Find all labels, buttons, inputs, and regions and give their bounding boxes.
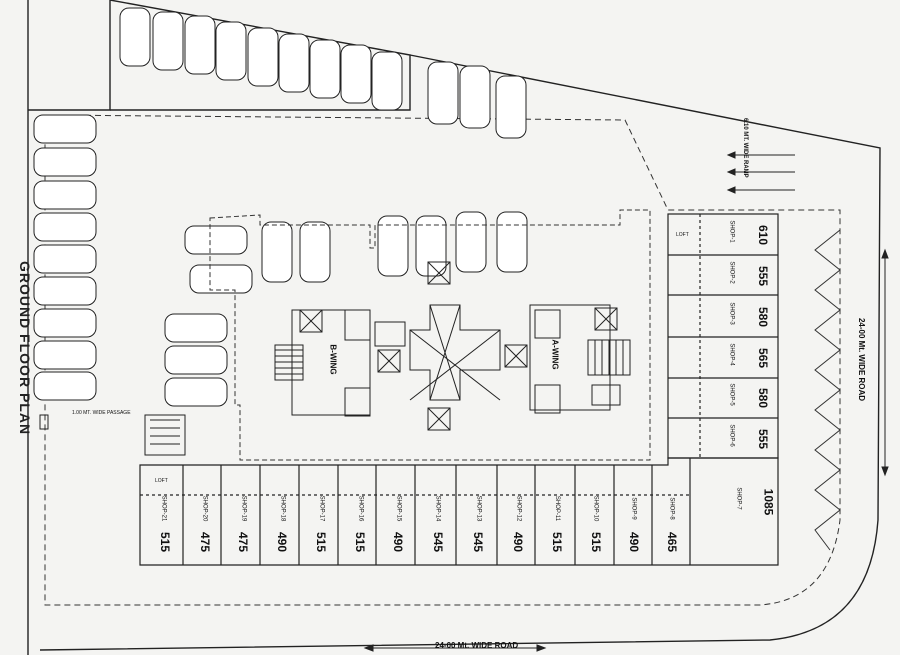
passage-label: 1.00 MT. WIDE PASSAGE <box>72 410 131 416</box>
shop-name: SHOP-11 <box>554 495 561 522</box>
shop-area: 515 <box>550 531 565 553</box>
a-wing-block <box>529 304 631 414</box>
shop-area: 565 <box>756 347 771 369</box>
shop-name: SHOP-14 <box>434 495 441 522</box>
b-wing-label: B-WING <box>328 344 338 375</box>
shop-name: SHOP-4 <box>728 343 735 366</box>
shop-area: 475 <box>198 531 213 553</box>
shop-area: 545 <box>471 531 486 553</box>
shop-name: SHOP-16 <box>357 495 364 522</box>
shop-name: SHOP-8 <box>668 497 675 520</box>
shop-name: SHOP-17 <box>318 495 325 522</box>
shop-name: SHOP-12 <box>515 495 522 522</box>
loft-label: LOFT <box>155 478 168 484</box>
loft-label: LOFT <box>676 232 689 238</box>
setback-line <box>44 114 841 606</box>
shop-area: 490 <box>391 531 406 553</box>
landscape-zigzag <box>814 229 841 551</box>
shop-name: SHOP-1 <box>728 220 735 243</box>
shop-area: 515 <box>589 531 604 553</box>
road-label-bottom: 24-00 Mt. WIDE ROAD <box>435 641 519 650</box>
shop-area: 515 <box>353 531 368 553</box>
shop-area: 475 <box>236 531 251 553</box>
shop-name: SHOP-5 <box>728 383 735 406</box>
ramp-label: 6.10 MT. WIDE RAMP <box>742 118 748 178</box>
core-outline <box>209 209 651 461</box>
shop-area: 580 <box>756 387 771 409</box>
shop-name: SHOP-15 <box>395 495 402 522</box>
shop-name: SHOP-13 <box>475 495 482 522</box>
shop-area: 465 <box>665 531 680 553</box>
shop-name: SHOP-3 <box>728 302 735 325</box>
shop-area: 580 <box>756 306 771 328</box>
shop-name: SHOP-2 <box>728 261 735 284</box>
shop-area: 1085 <box>761 488 776 516</box>
shop-name: SHOP-20 <box>201 495 208 522</box>
service-room <box>39 414 186 456</box>
shop-area: 545 <box>431 531 446 553</box>
shop-name: SHOP-19 <box>240 495 247 522</box>
south-shops-block <box>139 457 779 566</box>
atrium <box>299 261 618 431</box>
shop-area: 490 <box>275 531 290 553</box>
shop-name: SHOP-6 <box>728 424 735 447</box>
road-label-right: 24-00 Mt. WIDE ROAD <box>857 317 867 402</box>
shop-area: 490 <box>627 531 642 553</box>
road-arrows <box>363 248 889 652</box>
shop-area: 515 <box>158 531 173 553</box>
b-wing-block <box>274 309 406 417</box>
shop-area: 490 <box>511 531 526 553</box>
ramp-arrows <box>726 151 795 194</box>
shop-name: SHOP-21 <box>160 495 167 522</box>
shop-name: SHOP-7 <box>735 487 742 510</box>
shop-name: SHOP-18 <box>279 495 286 522</box>
a-wing-label: A-WING <box>550 339 560 370</box>
shop-area: 555 <box>756 428 771 450</box>
east-shops-block <box>667 213 779 459</box>
shop-area: 515 <box>314 531 329 553</box>
shop-area: 555 <box>756 265 771 287</box>
shop-area: 610 <box>756 224 771 246</box>
shop-name: SHOP-10 <box>592 495 599 522</box>
shop-name: SHOP-9 <box>630 497 637 520</box>
parking-cars <box>33 7 528 407</box>
plan-title: GROUND FLOOR PLAN <box>17 260 34 436</box>
